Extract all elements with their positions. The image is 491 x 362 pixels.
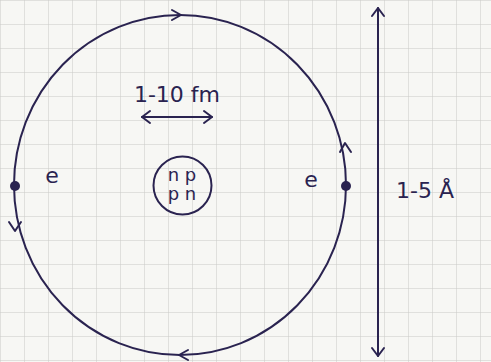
arrow-head xyxy=(204,111,212,123)
orbit-arrow xyxy=(9,222,21,231)
electron-orbit xyxy=(14,15,346,355)
size-label: 1-10 fm xyxy=(134,84,220,106)
dimension-arrow xyxy=(142,116,212,118)
orbit-arrow xyxy=(172,10,181,20)
size-label: 1-5 Å xyxy=(396,180,454,202)
nucleus-circle: n p p n xyxy=(152,155,213,216)
electron-label: e xyxy=(304,169,318,191)
dimension-arrow xyxy=(377,8,379,356)
electron-dot xyxy=(341,181,351,191)
nucleon-text: n p p n xyxy=(164,166,200,204)
arrow-head xyxy=(142,111,150,123)
electron-label: e xyxy=(45,165,59,187)
orbit-arrow xyxy=(179,350,188,360)
arrow-head xyxy=(372,348,384,356)
electron-dot xyxy=(10,181,20,191)
orbit-arrow xyxy=(340,143,351,152)
arrow-head xyxy=(372,8,384,16)
